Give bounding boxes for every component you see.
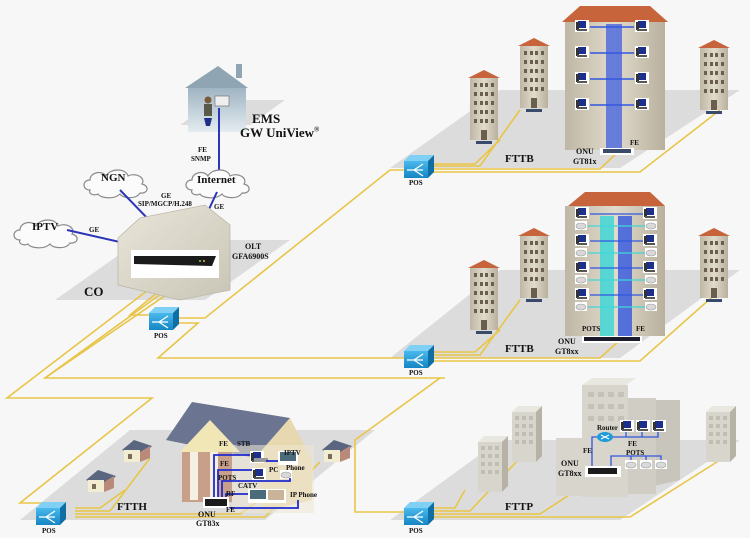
iptv-link-ge: GE xyxy=(89,226,100,234)
splitter-fttb-mid-label: POS xyxy=(409,369,423,377)
ftth-main-house xyxy=(166,402,314,513)
ftth-device-ipphone: IP Phone xyxy=(290,491,318,499)
fttp-fe-right: FE xyxy=(628,440,637,448)
fttp-fe-left: FE xyxy=(583,447,592,455)
fttp-model: GT8xx xyxy=(558,469,582,478)
iptv-cloud-label: IPTV xyxy=(32,221,59,233)
ems-product-name: GW UniView xyxy=(240,125,315,140)
ftth-onu: ONU xyxy=(198,510,216,519)
fttp-pots: POTS xyxy=(626,449,645,457)
ems-product: GW UniView® xyxy=(240,126,319,140)
ftth-device-pc: PC xyxy=(269,466,279,474)
olt-device xyxy=(134,256,216,266)
olt-label: OLT xyxy=(245,242,262,251)
ftth-device-stb: STB xyxy=(237,440,251,448)
fttb-mid-fe: FE xyxy=(636,325,645,333)
office-small-2 xyxy=(512,406,542,462)
onu-gt83x-device xyxy=(205,499,227,506)
internet-label: Internet xyxy=(197,174,236,186)
co-label: CO xyxy=(84,284,104,299)
building-small-4 xyxy=(468,260,500,334)
building-small-5 xyxy=(518,228,550,302)
fttb-top-scenario: FTTB xyxy=(505,153,534,165)
fttb-top-main-building xyxy=(562,6,668,155)
splitter-ftth-label: POS xyxy=(42,527,56,535)
olt-model: GFA6900S xyxy=(232,252,269,261)
splitter-fttb-top[interactable] xyxy=(403,154,435,179)
fttb-top-fe: FE xyxy=(630,139,639,147)
fttp-main-building xyxy=(556,378,680,497)
trademark: ® xyxy=(314,125,320,134)
ftth-port-fe1: FE xyxy=(219,440,228,448)
onu-fttp-device xyxy=(588,468,617,474)
fttb-mid-pots: POTS xyxy=(582,325,601,333)
building-small-3 xyxy=(698,40,730,114)
ftth-scenario: FTTH xyxy=(117,501,147,513)
splitter-ftth[interactable] xyxy=(35,501,67,526)
ftth-device-catv: CATV xyxy=(238,482,258,490)
splitter-co-label: POS xyxy=(154,332,168,340)
onu-gt81x-device xyxy=(603,149,631,153)
office-small-3 xyxy=(706,406,736,462)
fttb-mid-model: GT8xx xyxy=(555,347,579,356)
fttb-mid-scenario: FTTB xyxy=(505,343,534,355)
onu-gt8xx-device xyxy=(584,337,640,341)
ngn-label: NGN xyxy=(101,172,126,184)
ems-title: EMS xyxy=(252,111,281,126)
splitter-fttp-label: POS xyxy=(409,527,423,535)
building-small-2 xyxy=(518,38,550,112)
splitter-fttb-top-label: POS xyxy=(409,179,423,187)
ftth-port-pots: POTS xyxy=(218,474,237,482)
splitter-co[interactable] xyxy=(148,306,180,331)
office-small-1 xyxy=(478,436,508,492)
fttb-mid-onu: ONU xyxy=(558,337,576,346)
ngn-link-ge: GE xyxy=(161,192,172,200)
fttp-router-label: Router xyxy=(597,424,618,432)
co-building xyxy=(117,204,231,301)
fiber-links xyxy=(4,109,721,518)
fttp-onu: ONU xyxy=(561,459,579,468)
ftth-device-phone: Phone xyxy=(286,464,305,472)
ftth-port-rf: RF xyxy=(226,490,236,498)
fttp-scenario: FTTP xyxy=(505,501,534,513)
fttb-top-onu: ONU xyxy=(576,147,594,156)
ftth-port-fe2: FE xyxy=(220,460,229,468)
fttb-top-model: GT81x xyxy=(573,157,597,166)
internet-link-ge: GE xyxy=(214,203,225,211)
ems-link-label-snmp: SNMP xyxy=(191,155,211,163)
splitter-fttp[interactable] xyxy=(403,501,435,526)
fttb-mid-main-building xyxy=(565,192,665,343)
ngn-link-protocols: SIP/MGCP/H.248 xyxy=(138,200,192,208)
ftth-port-fe3: FE xyxy=(226,506,235,514)
ftth-model: GT83x xyxy=(196,519,220,528)
ftth-device-iptv: IPTV xyxy=(284,449,301,457)
ems-link-label-fe: FE xyxy=(198,146,207,154)
ems-building xyxy=(185,64,248,132)
building-small-6 xyxy=(698,228,730,302)
building-small-1 xyxy=(468,70,500,144)
splitter-fttb-mid[interactable] xyxy=(403,344,435,369)
